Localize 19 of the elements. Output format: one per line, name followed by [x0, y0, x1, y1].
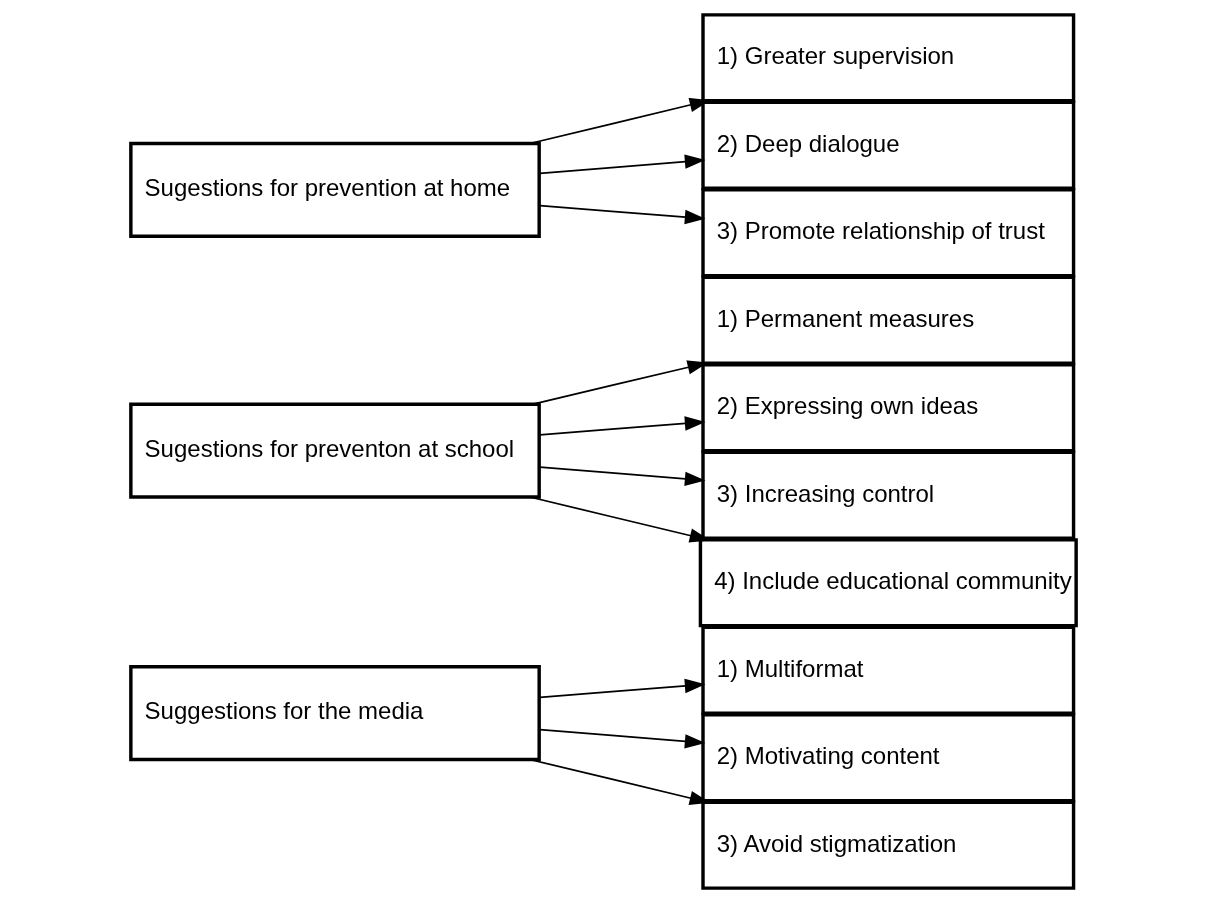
node-box: 2) Motivating content: [701, 713, 1076, 803]
node-box: Sugestions for prevention at home: [129, 141, 541, 238]
arrow: [539, 416, 706, 436]
node-box: 3) Avoid stigmatization: [701, 800, 1076, 890]
arrow: [539, 466, 706, 487]
node-box: 1) Greater supervision: [701, 13, 1076, 103]
arrow: [539, 728, 706, 749]
node-box: 2) Deep dialogue: [701, 100, 1076, 190]
node-box: 3) Increasing control: [701, 450, 1076, 540]
node-box: 2) Expressing own ideas: [701, 363, 1076, 453]
node-box: 1) Permanent measures: [701, 275, 1076, 365]
node-box: 4) Include educational community: [698, 538, 1078, 628]
arrow: [539, 678, 706, 699]
node-box: Sugestions for preventon at school: [129, 402, 541, 499]
node-box: Suggestions for the media: [129, 665, 541, 762]
arrow: [539, 154, 706, 175]
arrow: [539, 204, 706, 225]
node-box: 3) Promote relationship of trust: [701, 188, 1076, 278]
node-box: 1) Multiformat: [701, 625, 1076, 715]
